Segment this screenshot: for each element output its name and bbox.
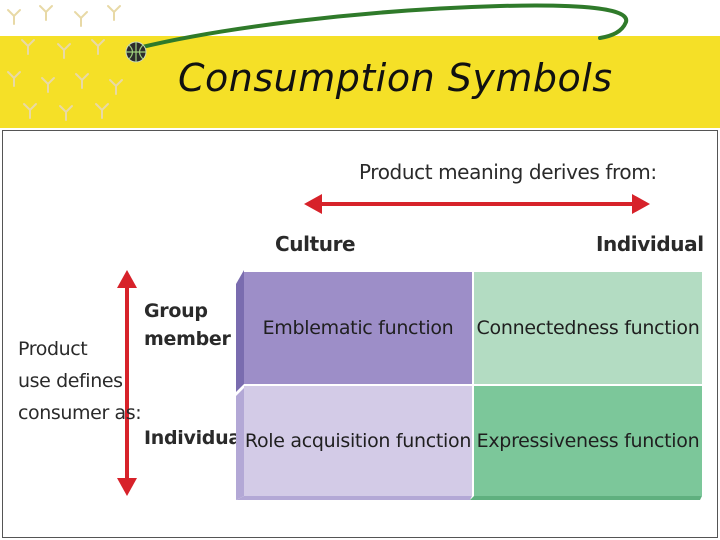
header-meaning-label: Product meaning derives from: [359,160,657,184]
side-label-line1: Product [18,338,88,360]
row-label-group-member-line2: member [144,328,231,350]
header-swoosh [125,3,629,63]
column-label-individual: Individual [596,232,704,256]
content-frame [2,130,718,538]
slide-title: Consumption Symbols [178,56,613,100]
vertical-arrow [117,270,137,496]
side-label-line3: consumer as: [18,402,142,424]
slide-header: Consumption Symbols [0,0,720,130]
decorative-pattern [7,5,123,121]
globe-icon [125,41,147,63]
column-label-culture: Culture [275,232,356,256]
row-label-group-member-line1: Group [144,300,208,322]
row-label-individual: Individual [144,427,248,449]
cell-emblematic-function: Emblematic function [244,272,472,384]
cell-connectedness-function: Connectedness function [474,272,702,384]
horizontal-arrow [304,194,650,214]
cell-expressiveness-function: Expressiveness function [474,386,702,496]
cell-role-acquisition-function: Role acquisition function [244,386,472,496]
side-label-line2: use defines [18,370,123,392]
